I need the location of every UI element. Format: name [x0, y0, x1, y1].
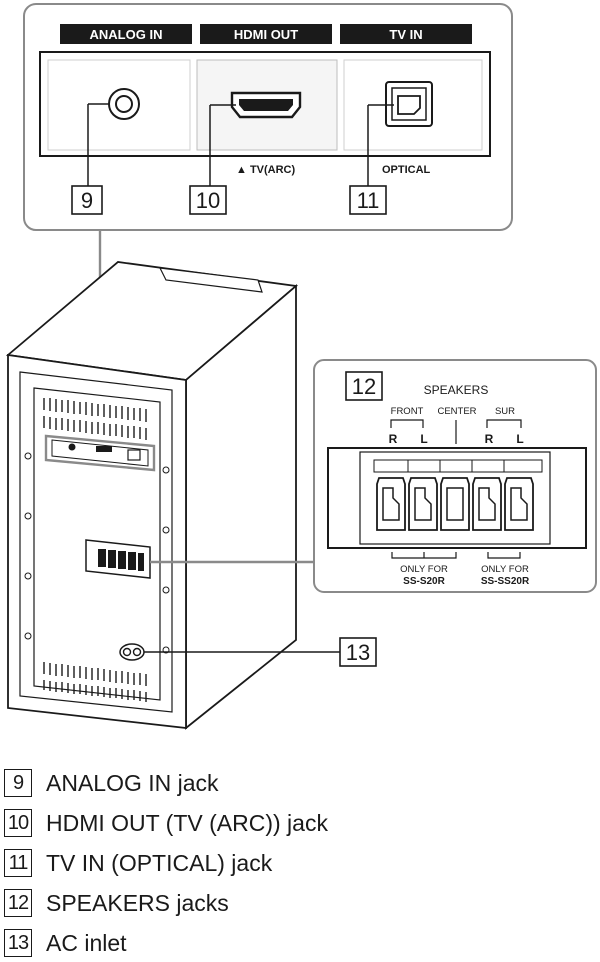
- callout-10: 10: [189, 185, 227, 215]
- sur-l-label: L: [516, 432, 523, 446]
- hdmi-out-tab: [200, 24, 332, 44]
- svg-text:13: 13: [346, 640, 370, 665]
- legend-text: ANALOG IN jack: [46, 769, 219, 796]
- optical-jack: [385, 81, 433, 127]
- legend-number: 13: [4, 929, 32, 957]
- only-for-label-a: ONLY FOR: [400, 564, 448, 575]
- hdmi-out-label: HDMI OUT: [234, 27, 298, 42]
- analog-in-label: ANALOG IN: [90, 27, 163, 42]
- model-b-label: SS-SS20R: [481, 576, 530, 587]
- legend-number: 11: [4, 849, 32, 877]
- only-for-label-b: ONLY FOR: [481, 564, 529, 575]
- tv-arc-label: ▲ TV(ARC): [236, 164, 295, 176]
- model-a-label: SS-S20R: [403, 576, 445, 587]
- sur-r-label: R: [485, 432, 494, 446]
- sur-label: SUR: [495, 406, 515, 417]
- svg-text:10: 10: [196, 188, 220, 213]
- legend-text: AC inlet: [46, 929, 127, 956]
- legend-item-10: 10 HDMI OUT (TV (ARC)) jack: [4, 806, 328, 840]
- unit-speaker-terminals: [85, 539, 151, 579]
- rear-panel-diagram: ANALOG IN HDMI OUT TV IN ▲ TV(ARC) OPTIC…: [5, 3, 597, 730]
- hdmi-out-jack: [230, 91, 302, 119]
- legend-text: HDMI OUT (TV (ARC)) jack: [46, 809, 328, 836]
- callout-12: 12: [345, 371, 383, 401]
- jack-panel-zoom: ANALOG IN HDMI OUT TV IN ▲ TV(ARC) OPTIC…: [23, 3, 513, 231]
- callout-13: 13: [339, 637, 377, 667]
- bottom-vents: [43, 662, 147, 702]
- svg-text:12: 12: [352, 374, 376, 399]
- unit-jack-panel: [44, 434, 156, 472]
- center-label: CENTER: [437, 406, 476, 417]
- speaker-terminal-sur-r: [472, 477, 502, 531]
- callout-9: 9: [71, 185, 103, 215]
- speaker-terminal-center: [440, 477, 470, 531]
- speaker-terminal-sur-l: [504, 477, 534, 531]
- speaker-terminal-front-r: [376, 477, 406, 531]
- legend-text: SPEAKERS jacks: [46, 889, 229, 916]
- analog-in-tab: [60, 24, 192, 44]
- legend-item-11: 11 TV IN (OPTICAL) jack: [4, 846, 272, 880]
- legend-item-12: 12 SPEAKERS jacks: [4, 886, 229, 920]
- svg-text:11: 11: [357, 188, 380, 213]
- tv-in-label: TV IN: [389, 27, 422, 42]
- legend-number: 12: [4, 889, 32, 917]
- optical-label: OPTICAL: [382, 164, 431, 176]
- legend-number: 9: [4, 769, 32, 797]
- callout-11: 11: [349, 185, 387, 215]
- tv-in-tab: [340, 24, 472, 44]
- front-l-label: L: [420, 432, 427, 446]
- front-r-label: R: [389, 432, 398, 446]
- unit-ac-inlet: [119, 643, 145, 661]
- analog-in-jack: [108, 88, 140, 120]
- subwoofer-unit: [5, 261, 299, 730]
- legend-item-9: 9 ANALOG IN jack: [4, 766, 219, 800]
- legend-item-13: 13 AC inlet: [4, 926, 127, 960]
- svg-text:9: 9: [81, 188, 93, 213]
- legend-number: 10: [4, 809, 32, 837]
- speakers-title: SPEAKERS: [424, 383, 489, 397]
- speakers-zoom: 12 SPEAKERS FRONT CENTER SUR R L R L: [150, 359, 597, 593]
- front-label: FRONT: [391, 406, 424, 417]
- legend-text: TV IN (OPTICAL) jack: [46, 849, 273, 876]
- top-vents: [43, 398, 147, 440]
- speaker-terminal-front-l: [408, 477, 438, 531]
